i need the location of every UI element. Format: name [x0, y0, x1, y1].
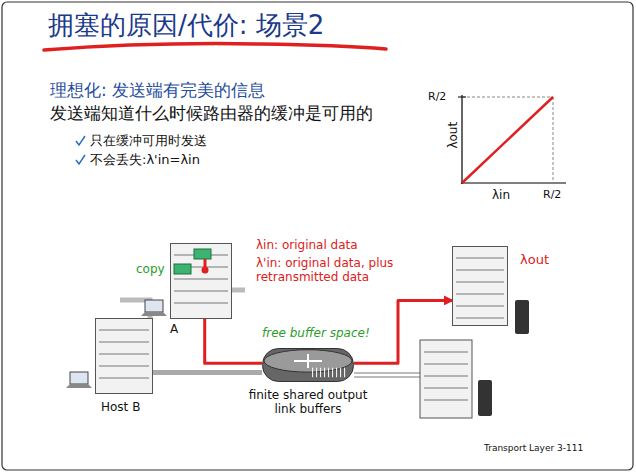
rack-row: [456, 294, 504, 295]
buffer-slot: [312, 368, 313, 378]
host-rack: [170, 243, 232, 319]
buffer-slot: [344, 368, 345, 378]
host-a: A: [170, 243, 232, 319]
axis-tick: R/2: [428, 90, 446, 103]
bullet-text: 只在缓冲可用时发送: [90, 133, 207, 149]
host-rack: [452, 246, 508, 326]
buffer-slot: [320, 368, 321, 378]
rack-row: [456, 270, 504, 271]
rack-row: [456, 258, 504, 259]
router-body: [263, 349, 354, 382]
sender-wire: [204, 259, 207, 270]
buffer-slot: [324, 368, 325, 378]
sender-link: [205, 319, 262, 363]
copy-label: copy: [136, 262, 165, 276]
rate-label: λin: original data: [256, 238, 358, 252]
rack-row: [174, 267, 228, 268]
throughput-graph: [458, 95, 566, 184]
axis-label: λin: [492, 188, 510, 202]
node-label: λout: [520, 252, 549, 268]
packet-box: [194, 249, 211, 259]
node-label: Host B: [101, 400, 140, 414]
rack-row: [174, 303, 228, 304]
router-top: [264, 350, 352, 372]
router-arrows: [294, 354, 322, 368]
check-mark: [76, 155, 85, 164]
buffer-slot: [336, 368, 337, 378]
slide-title: 拥塞的原因/代价: 场景2: [48, 10, 324, 41]
receiver-host: λout: [452, 246, 508, 326]
host-b: Host B: [95, 318, 153, 394]
rack-row: [174, 255, 228, 256]
body-text: 发送端知道什么时候路由器的缓冲是可用的: [50, 103, 373, 123]
host-rack: [95, 318, 153, 394]
hostb-link: [153, 370, 262, 375]
rack-row: [456, 306, 504, 307]
rack-body: [171, 244, 232, 319]
buffer-slot: [328, 368, 329, 378]
rack-row: [99, 342, 149, 343]
rack-row: [456, 318, 504, 319]
idealization-heading: 理想化: 发送端有完美的信息: [50, 80, 265, 100]
check-mark: [76, 136, 85, 145]
rack-body: [96, 319, 153, 394]
buffer-slot: [316, 368, 317, 378]
rack-row: [174, 279, 228, 280]
axis-tick: R/2: [543, 188, 561, 201]
buffer-note: free buffer space!: [262, 326, 370, 340]
footer-text: Transport Layer 3-111: [484, 443, 583, 454]
rack-row: [174, 291, 228, 292]
router-symbol: [262, 348, 354, 382]
packet-copy-box: [174, 264, 191, 274]
rack-row: [456, 282, 504, 283]
rack-row: [99, 378, 149, 379]
rate-label: λ'in: original data, plus retransmitted …: [256, 256, 421, 285]
rack-row: [99, 330, 149, 331]
second-server: [420, 340, 492, 418]
buffer-slot: [340, 368, 341, 378]
node-label: finite shared output link buffers: [248, 388, 368, 417]
node-label: A: [170, 322, 178, 336]
rack-row: [99, 354, 149, 355]
merge-dot: [202, 267, 209, 274]
bullet-text: 不会丢失:λ'in=λin: [90, 152, 200, 168]
router: finite shared output link buffers: [262, 348, 354, 382]
buffer-slot: [332, 368, 333, 378]
title-underline: [44, 44, 386, 50]
rack-row: [99, 366, 149, 367]
axis-label: λout: [446, 122, 460, 149]
rack-body: [453, 247, 508, 326]
